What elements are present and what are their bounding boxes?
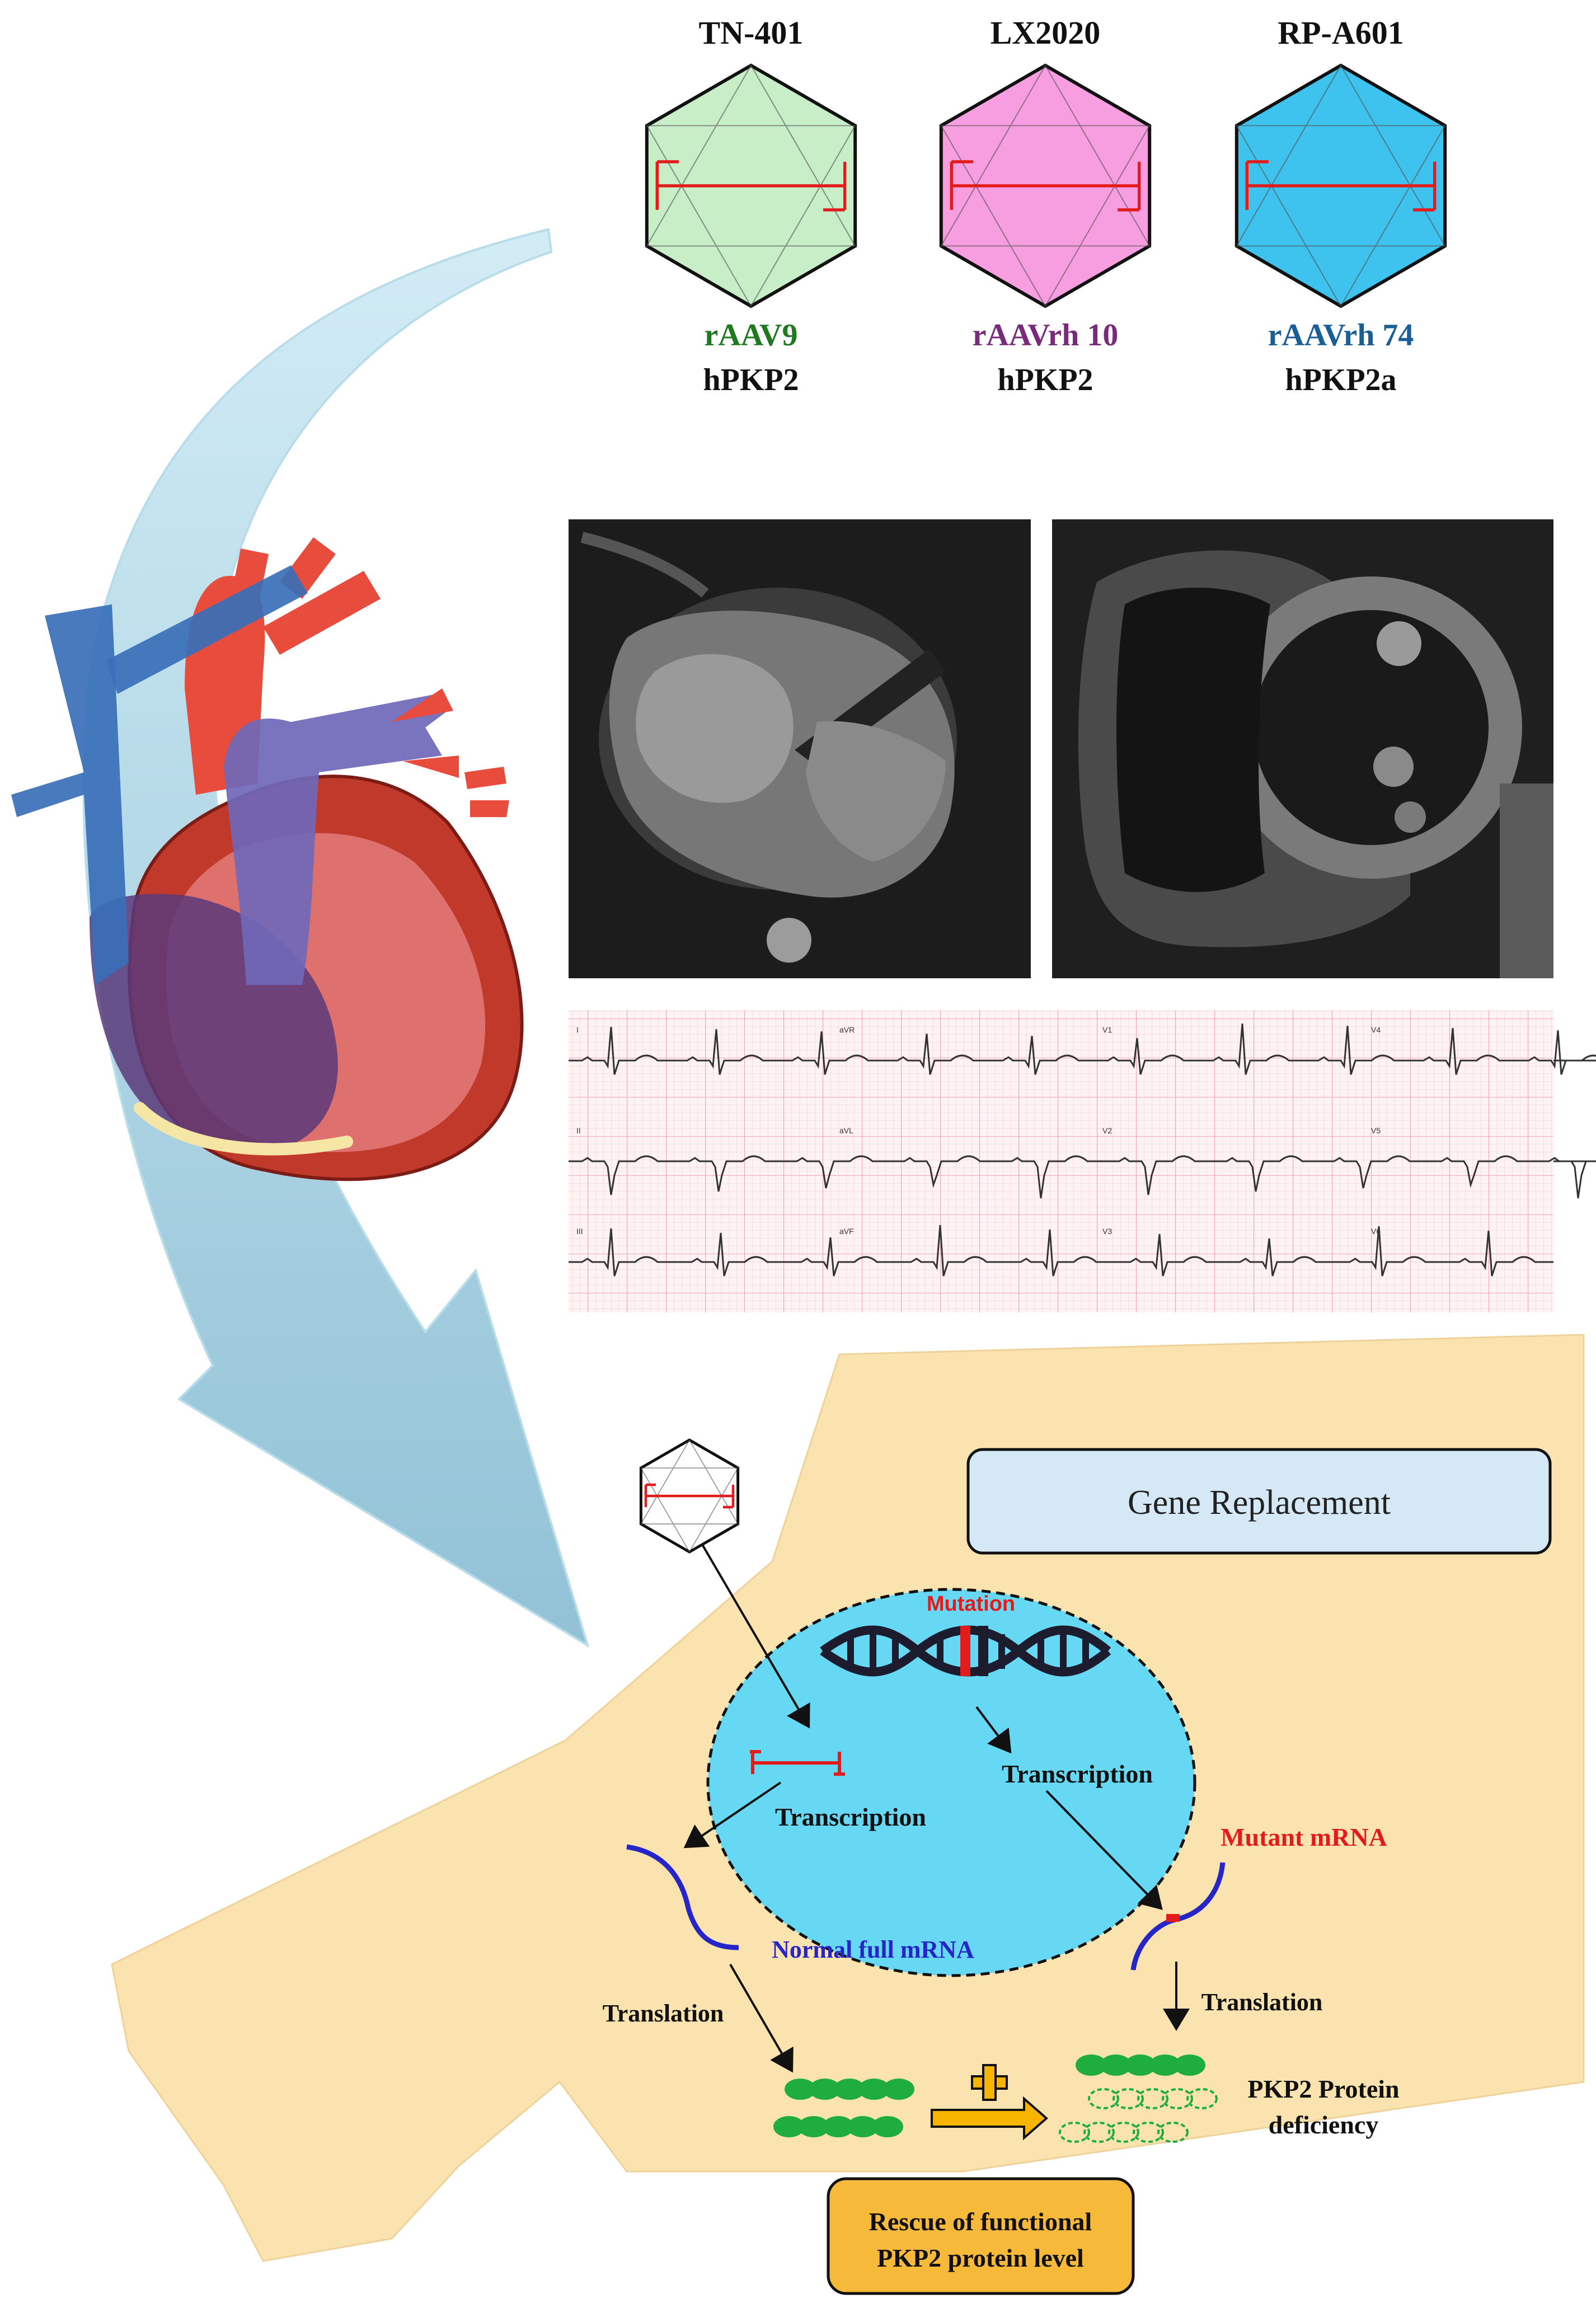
transgene-label: hPKP2 <box>997 363 1093 397</box>
protein-unit <box>1174 2054 1205 2076</box>
rescue-label-line2: PKP2 protein level <box>877 2244 1084 2272</box>
protein-unit <box>1108 2122 1139 2143</box>
pathway-arrows <box>683 1544 1190 2073</box>
transgene-label: hPKP2a <box>1285 363 1396 397</box>
gene-replacement-label: Gene Replacement <box>1128 1484 1391 1522</box>
gene-replacement-box <box>966 1448 1552 1555</box>
ecg-lead-label: V5 <box>1371 1126 1381 1135</box>
mri-four-chamber <box>569 519 1031 978</box>
ecg-lead-label: III <box>576 1227 583 1236</box>
protein-unit <box>1162 2088 1193 2109</box>
flow-arrow <box>82 228 590 1648</box>
translation-label-right: Translation <box>1201 1988 1323 2016</box>
protein-unit <box>1186 2088 1218 2109</box>
transcription-label-nuclear: Transcription <box>1002 1760 1153 1788</box>
vector-name: LX2020 <box>991 15 1101 51</box>
vector-name: TN-401 <box>699 15 804 51</box>
deficiency-label-line1: PKP2 Protein <box>1247 2075 1399 2103</box>
ecg-lead-label: V2 <box>1102 1126 1112 1135</box>
protein-unit <box>1157 2122 1189 2143</box>
ecg-lead-label: aVR <box>839 1025 855 1034</box>
vector-3: RP-A601 rAAVrh 74 hPKP2a <box>1234 15 1447 397</box>
ecg-lead-label: V4 <box>1371 1025 1381 1034</box>
dna-helix-icon <box>820 1625 1111 1677</box>
ecg-lead-label: V3 <box>1102 1227 1112 1236</box>
protein-unit <box>1083 2122 1115 2143</box>
transgene-cassette <box>750 1750 845 1776</box>
vector-capsids: TN-401 rAAV9 hPKP2 LX2020 rAAVrh 10 hPKP2 RP-A… <box>645 15 1447 397</box>
normal-mrna-label: Normal full mRNA <box>772 1936 974 1963</box>
capsid-icon <box>1234 63 1447 308</box>
protein-unit <box>883 2079 914 2100</box>
mutation-mark <box>1166 1914 1180 1922</box>
protein-chains <box>773 2054 1218 2143</box>
vector-2: LX2020 rAAVrh 10 hPKP2 <box>939 15 1152 397</box>
deficiency-label-line2: deficiency <box>1269 2110 1379 2139</box>
ecg-lead-label: aVL <box>839 1126 853 1135</box>
rescue-plus-icon <box>971 2064 1008 2101</box>
ecg-lead-label: I <box>576 1025 579 1034</box>
protein-unit <box>1112 2088 1144 2109</box>
capsid-serotype: rAAVrh 10 <box>973 318 1119 353</box>
mri-short-axis <box>1052 519 1553 978</box>
rescue-arrow-icon <box>931 2096 1049 2141</box>
transcription-label-vector: Transcription <box>775 1803 926 1831</box>
vector-name: RP-A601 <box>1278 15 1404 51</box>
nucleus <box>706 1588 1196 1977</box>
capsid-serotype: rAAVrh 74 <box>1268 318 1414 353</box>
ecg-lead-label: V1 <box>1102 1025 1112 1034</box>
ecg-lead-label: V6 <box>1371 1227 1381 1236</box>
ecg-trace <box>569 1225 1553 1277</box>
rescue-label-line1: Rescue of functional <box>869 2207 1092 2236</box>
heart-illustration <box>11 537 524 1181</box>
protein-unit <box>872 2116 903 2137</box>
transgene-label: hPKP2 <box>703 363 799 397</box>
capsid-icon <box>645 63 857 308</box>
capsid-serotype: rAAV9 <box>705 318 798 353</box>
ecg-lead-label: aVF <box>839 1227 854 1236</box>
mutant-mrna-label: Mutant mRNA <box>1221 1823 1387 1851</box>
normal-mrna-strand <box>626 1844 739 1950</box>
protein-unit <box>1059 2122 1090 2143</box>
protein-unit <box>1137 2088 1168 2109</box>
capsid-icon <box>939 63 1152 308</box>
mutation-label: Mutation <box>927 1592 1015 1616</box>
aav-vector-icon <box>639 1438 740 1554</box>
protein-unit <box>1088 2088 1119 2109</box>
vector-1: TN-401 rAAV9 hPKP2 <box>645 15 857 397</box>
translation-label-left: Translation <box>603 2000 724 2027</box>
protein-unit <box>1133 2122 1164 2143</box>
ecg-lead-label: II <box>576 1126 581 1135</box>
ecg-trace <box>569 1023 1596 1075</box>
rescue-box <box>827 2177 1135 2295</box>
ecg-trace <box>569 1155 1596 1199</box>
